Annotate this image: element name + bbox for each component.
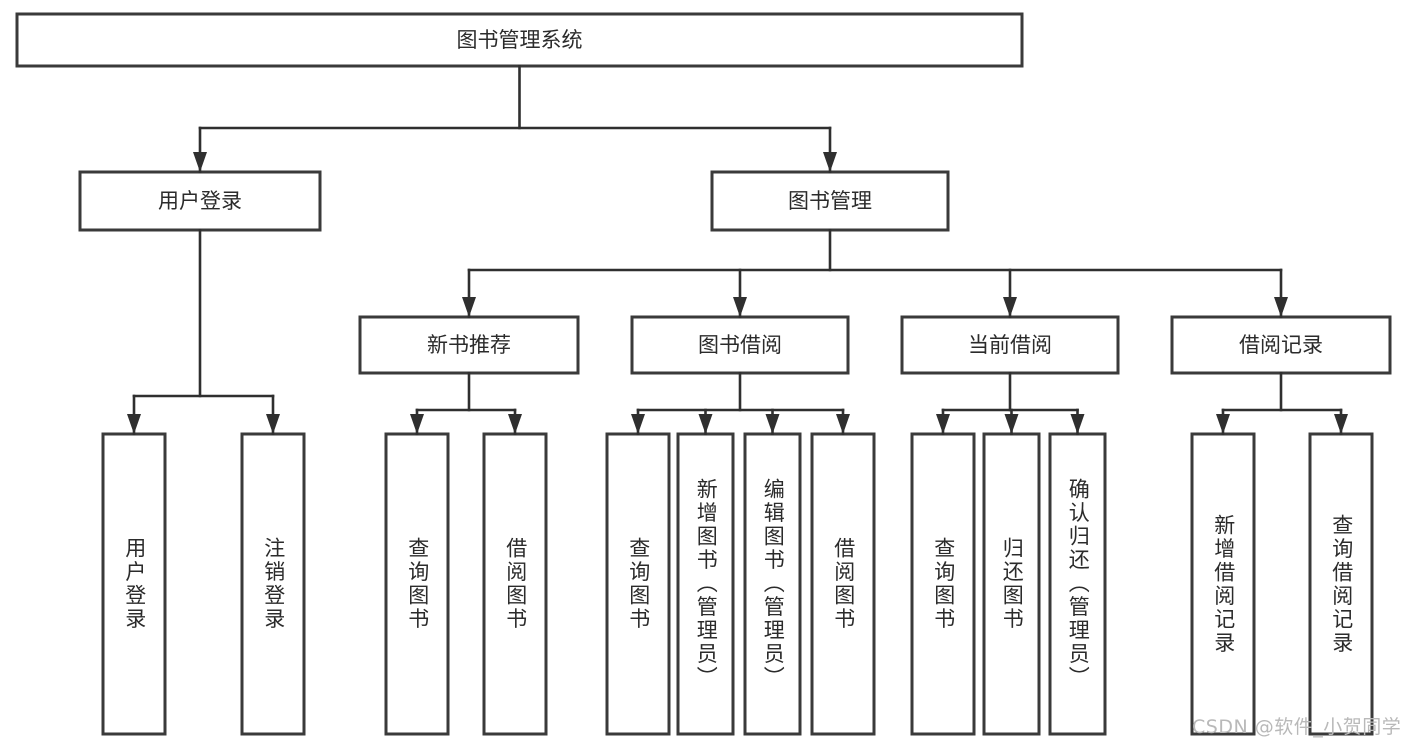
node-new-book-rec-rect xyxy=(358,315,580,375)
connector-arrowhead xyxy=(1274,297,1288,317)
node-leaf-add-record[interactable] xyxy=(1190,432,1256,736)
connector-arrowhead xyxy=(1004,414,1019,434)
node-leaf-user-logout[interactable] xyxy=(240,432,306,736)
node-new-book-rec[interactable]: 新书推荐 xyxy=(358,315,580,375)
node-leaf-query-record-rect xyxy=(1308,432,1374,736)
node-leaf-user-login-rect xyxy=(101,432,167,736)
node-user-login[interactable]: 用户登录 xyxy=(78,170,322,232)
node-root-system-rect xyxy=(15,12,1024,68)
connector-arrowhead xyxy=(508,414,522,434)
node-leaf-add-book-rect xyxy=(676,432,735,736)
connector-arrowhead xyxy=(698,414,713,434)
node-current-borrow-label: 当前借阅 xyxy=(968,333,1052,357)
connector-arrowhead xyxy=(266,414,280,434)
node-leaf-borrow-book-1[interactable] xyxy=(482,432,548,736)
connector-arrowhead xyxy=(410,414,424,434)
node-leaf-query-book-1[interactable] xyxy=(384,432,450,736)
node-root-system[interactable]: 图书管理系统 xyxy=(15,12,1024,68)
node-leaf-add-record-rect xyxy=(1190,432,1256,736)
node-user-login-rect xyxy=(78,170,322,232)
node-leaf-borrow-book-2[interactable] xyxy=(810,432,876,736)
connector-arrowhead xyxy=(733,297,747,317)
node-leaf-query-book-3[interactable] xyxy=(910,432,976,736)
node-leaf-confirm-return-rect xyxy=(1048,432,1107,736)
node-user-login-label: 用户登录 xyxy=(158,189,242,213)
connector-arrowhead xyxy=(823,152,837,172)
connector-arrowhead xyxy=(631,414,645,434)
connector-arrowhead xyxy=(1334,414,1348,434)
connector-arrowhead xyxy=(462,297,476,317)
connector-arrowhead xyxy=(836,414,850,434)
connector-arrowhead xyxy=(1070,414,1085,434)
node-leaf-add-book[interactable] xyxy=(676,432,735,736)
node-leaf-query-book-2-rect xyxy=(605,432,671,736)
connector-arrowhead xyxy=(127,414,141,434)
node-leaf-query-book-3-rect xyxy=(910,432,976,736)
node-leaf-return-book[interactable] xyxy=(982,432,1041,736)
node-leaf-edit-book-rect xyxy=(743,432,802,736)
connector-arrowhead xyxy=(936,414,950,434)
connector-arrowhead xyxy=(1216,414,1230,434)
node-leaf-borrow-book-1-rect xyxy=(482,432,548,736)
node-leaf-return-book-rect xyxy=(982,432,1041,736)
node-book-borrow[interactable]: 图书借阅 xyxy=(630,315,850,375)
node-book-borrow-label: 图书借阅 xyxy=(698,333,782,357)
node-borrow-record-label: 借阅记录 xyxy=(1239,333,1323,357)
node-current-borrow[interactable]: 当前借阅 xyxy=(900,315,1120,375)
node-current-borrow-rect xyxy=(900,315,1120,375)
node-book-manage-label: 图书管理 xyxy=(788,189,872,213)
node-leaf-borrow-book-2-rect xyxy=(810,432,876,736)
connector-arrowhead xyxy=(765,414,780,434)
node-borrow-record[interactable]: 借阅记录 xyxy=(1170,315,1392,375)
node-leaf-query-book-2[interactable] xyxy=(605,432,671,736)
node-leaf-confirm-return[interactable] xyxy=(1048,432,1107,736)
connector-arrowhead xyxy=(1003,297,1017,317)
csdn-watermark: CSDN @软件_小贺同学 xyxy=(1192,716,1402,738)
node-leaf-query-record[interactable] xyxy=(1308,432,1374,736)
node-leaf-edit-book[interactable] xyxy=(743,432,802,736)
node-root-system-label: 图书管理系统 xyxy=(457,28,583,52)
node-leaf-user-login[interactable] xyxy=(101,432,167,736)
node-book-manage[interactable]: 图书管理 xyxy=(710,170,950,232)
node-new-book-rec-label: 新书推荐 xyxy=(427,333,511,357)
node-leaf-query-book-1-rect xyxy=(384,432,450,736)
connector-arrowhead xyxy=(193,152,207,172)
node-leaf-user-logout-rect xyxy=(240,432,306,736)
